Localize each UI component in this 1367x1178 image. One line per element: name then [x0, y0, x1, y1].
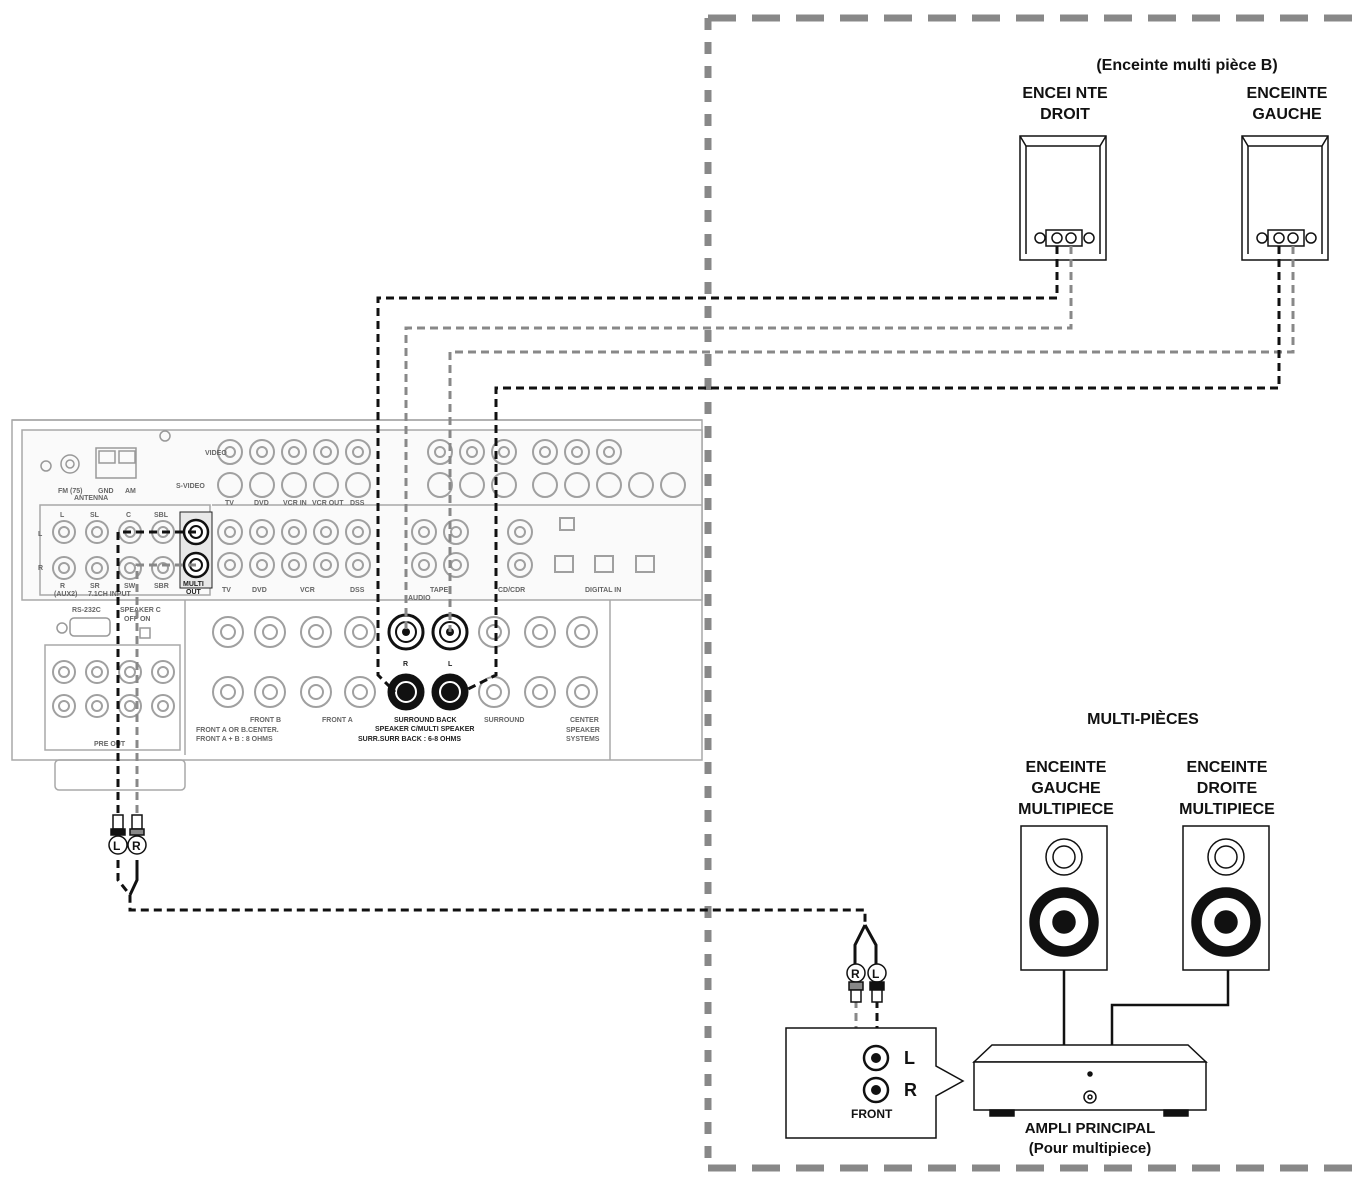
- multi-out-jacks: [179, 511, 213, 589]
- speaker-terminals: [212, 616, 598, 708]
- audio-dss: DSS: [350, 587, 365, 594]
- multi-out-label-2: OUT: [186, 589, 202, 596]
- front-input-r: R: [904, 1080, 917, 1100]
- antenna-label: ANTENNA: [74, 495, 108, 502]
- source-vcr-out: VCR OUT: [312, 500, 344, 507]
- plug-r-amp: R: [851, 967, 860, 981]
- amp-label-1: AMPLI PRINCIPAL: [1025, 1120, 1156, 1137]
- digital-in-label: DIGITAL IN: [585, 587, 621, 594]
- source-tv: TV: [225, 500, 234, 507]
- s-video-label: S-VIDEO: [176, 483, 205, 490]
- video-jacks: [217, 439, 686, 498]
- zone-b-left-speaker: [1241, 135, 1329, 261]
- term-l-label: L: [448, 661, 453, 668]
- gnd-label: GND: [98, 488, 114, 495]
- am-label: AM: [125, 488, 136, 495]
- multiroom-right-label-1: ENCEINTE: [1187, 759, 1268, 776]
- source-vcr-in: VCR IN: [283, 500, 307, 507]
- input-71-label: 7.1CH INPUT: [88, 591, 132, 598]
- audio-dvd: DVD: [252, 587, 267, 594]
- surround-back-label: SURROUND BACK: [394, 717, 457, 724]
- ch-sw: SW: [124, 583, 136, 590]
- multiroom-left-label-2: GAUCHE: [1031, 780, 1101, 797]
- multiroom-speaker-cables: [1062, 970, 1230, 1045]
- side-l: L: [38, 531, 43, 538]
- ch-sr: SR: [90, 583, 100, 590]
- zone-b-cables: [376, 246, 1295, 694]
- multiroom-right-label-3: MULTIPIECE: [1179, 801, 1275, 818]
- plug-r-receiver: R: [132, 839, 141, 853]
- front-note-1: FRONT A OR B.CENTER.: [196, 727, 279, 734]
- front-input-label: FRONT: [851, 1107, 893, 1121]
- zone-b-right-speaker: [1019, 135, 1107, 261]
- plug-l-receiver: L: [113, 839, 120, 853]
- multiroom-left-label-3: MULTIPIECE: [1018, 801, 1114, 818]
- zone-b-left-label-2: GAUCHE: [1252, 106, 1322, 123]
- audio-vcr: VCR: [300, 587, 315, 594]
- side-r: R: [38, 565, 43, 572]
- front-note-2: FRONT A + B : 8 OHMS: [196, 736, 273, 743]
- ch-l: L: [60, 512, 65, 519]
- antenna-section: [40, 430, 171, 479]
- audio-input-jacks: [217, 517, 655, 578]
- fm-label: FM (75): [58, 488, 83, 495]
- multi-out-label-1: MULTI: [183, 581, 204, 588]
- ch-sbl: SBL: [154, 512, 169, 519]
- audio-tv: TV: [222, 587, 231, 594]
- source-dvd: DVD: [254, 500, 269, 507]
- amp-label-2: (Pour multipiece): [1029, 1140, 1152, 1157]
- ch-r: R: [60, 583, 65, 590]
- source-dss: DSS: [350, 500, 365, 507]
- surround-back-sub: SPEAKER C/MULTI SPEAKER: [375, 726, 474, 733]
- receiver-rca-plugs: [108, 814, 147, 855]
- video-label: VIDEO: [205, 450, 227, 457]
- front-input-l: L: [904, 1048, 915, 1068]
- zone-b-left-label-1: ENCEINTE: [1247, 85, 1328, 102]
- pre-out-jacks: [52, 660, 175, 718]
- amp-rca-plugs: [846, 963, 887, 1003]
- front-input-callout: [785, 1027, 965, 1139]
- cdr-label: CD/CDR: [498, 587, 525, 594]
- speaker-c-label: SPEAKER C: [120, 607, 161, 614]
- multi-out-cable: [116, 530, 867, 925]
- zone-b-title: (Enceinte multi pièce B): [1096, 57, 1277, 74]
- ch-c: C: [126, 512, 131, 519]
- term-r-label: R: [403, 661, 408, 668]
- main-amplifier: [972, 1044, 1208, 1117]
- speaker-c-switch: OFF ON: [124, 616, 150, 623]
- ch-sl: SL: [90, 512, 100, 519]
- rs232-section: [56, 617, 151, 639]
- pre-out-label: PRE OUT: [94, 741, 126, 748]
- front-a-label: FRONT A: [322, 717, 353, 724]
- ch-sbr: SBR: [154, 583, 169, 590]
- rs232-label: RS-232C: [72, 607, 101, 614]
- zone-b-right-label-1: ENCEI NTE: [1022, 85, 1108, 102]
- multiroom-right-speaker: [1182, 825, 1270, 971]
- speaker-systems-1: SPEAKER: [566, 727, 600, 734]
- multiroom-right-label-2: DROITE: [1197, 780, 1258, 797]
- multiroom-left-speaker: [1020, 825, 1108, 971]
- zone-b-right-label-2: DROIT: [1040, 106, 1090, 123]
- audio-label: AUDIO: [408, 595, 431, 602]
- receiver-back-panel: [11, 419, 703, 791]
- surr-note: SURR.SURR BACK : 6-8 OHMS: [358, 736, 461, 743]
- multiroom-title: MULTI-PIÈCES: [1087, 709, 1199, 728]
- tape-label: TAPE: [430, 587, 448, 594]
- surround-label: SURROUND: [484, 717, 524, 724]
- center-label: CENTER: [570, 717, 599, 724]
- speaker-systems-2: SYSTEMS: [566, 736, 600, 743]
- multiroom-left-label-1: ENCEINTE: [1026, 759, 1107, 776]
- plug-l-amp: L: [872, 967, 879, 981]
- front-b-label: FRONT B: [250, 717, 281, 724]
- aux2-label: (AUX2): [54, 591, 77, 598]
